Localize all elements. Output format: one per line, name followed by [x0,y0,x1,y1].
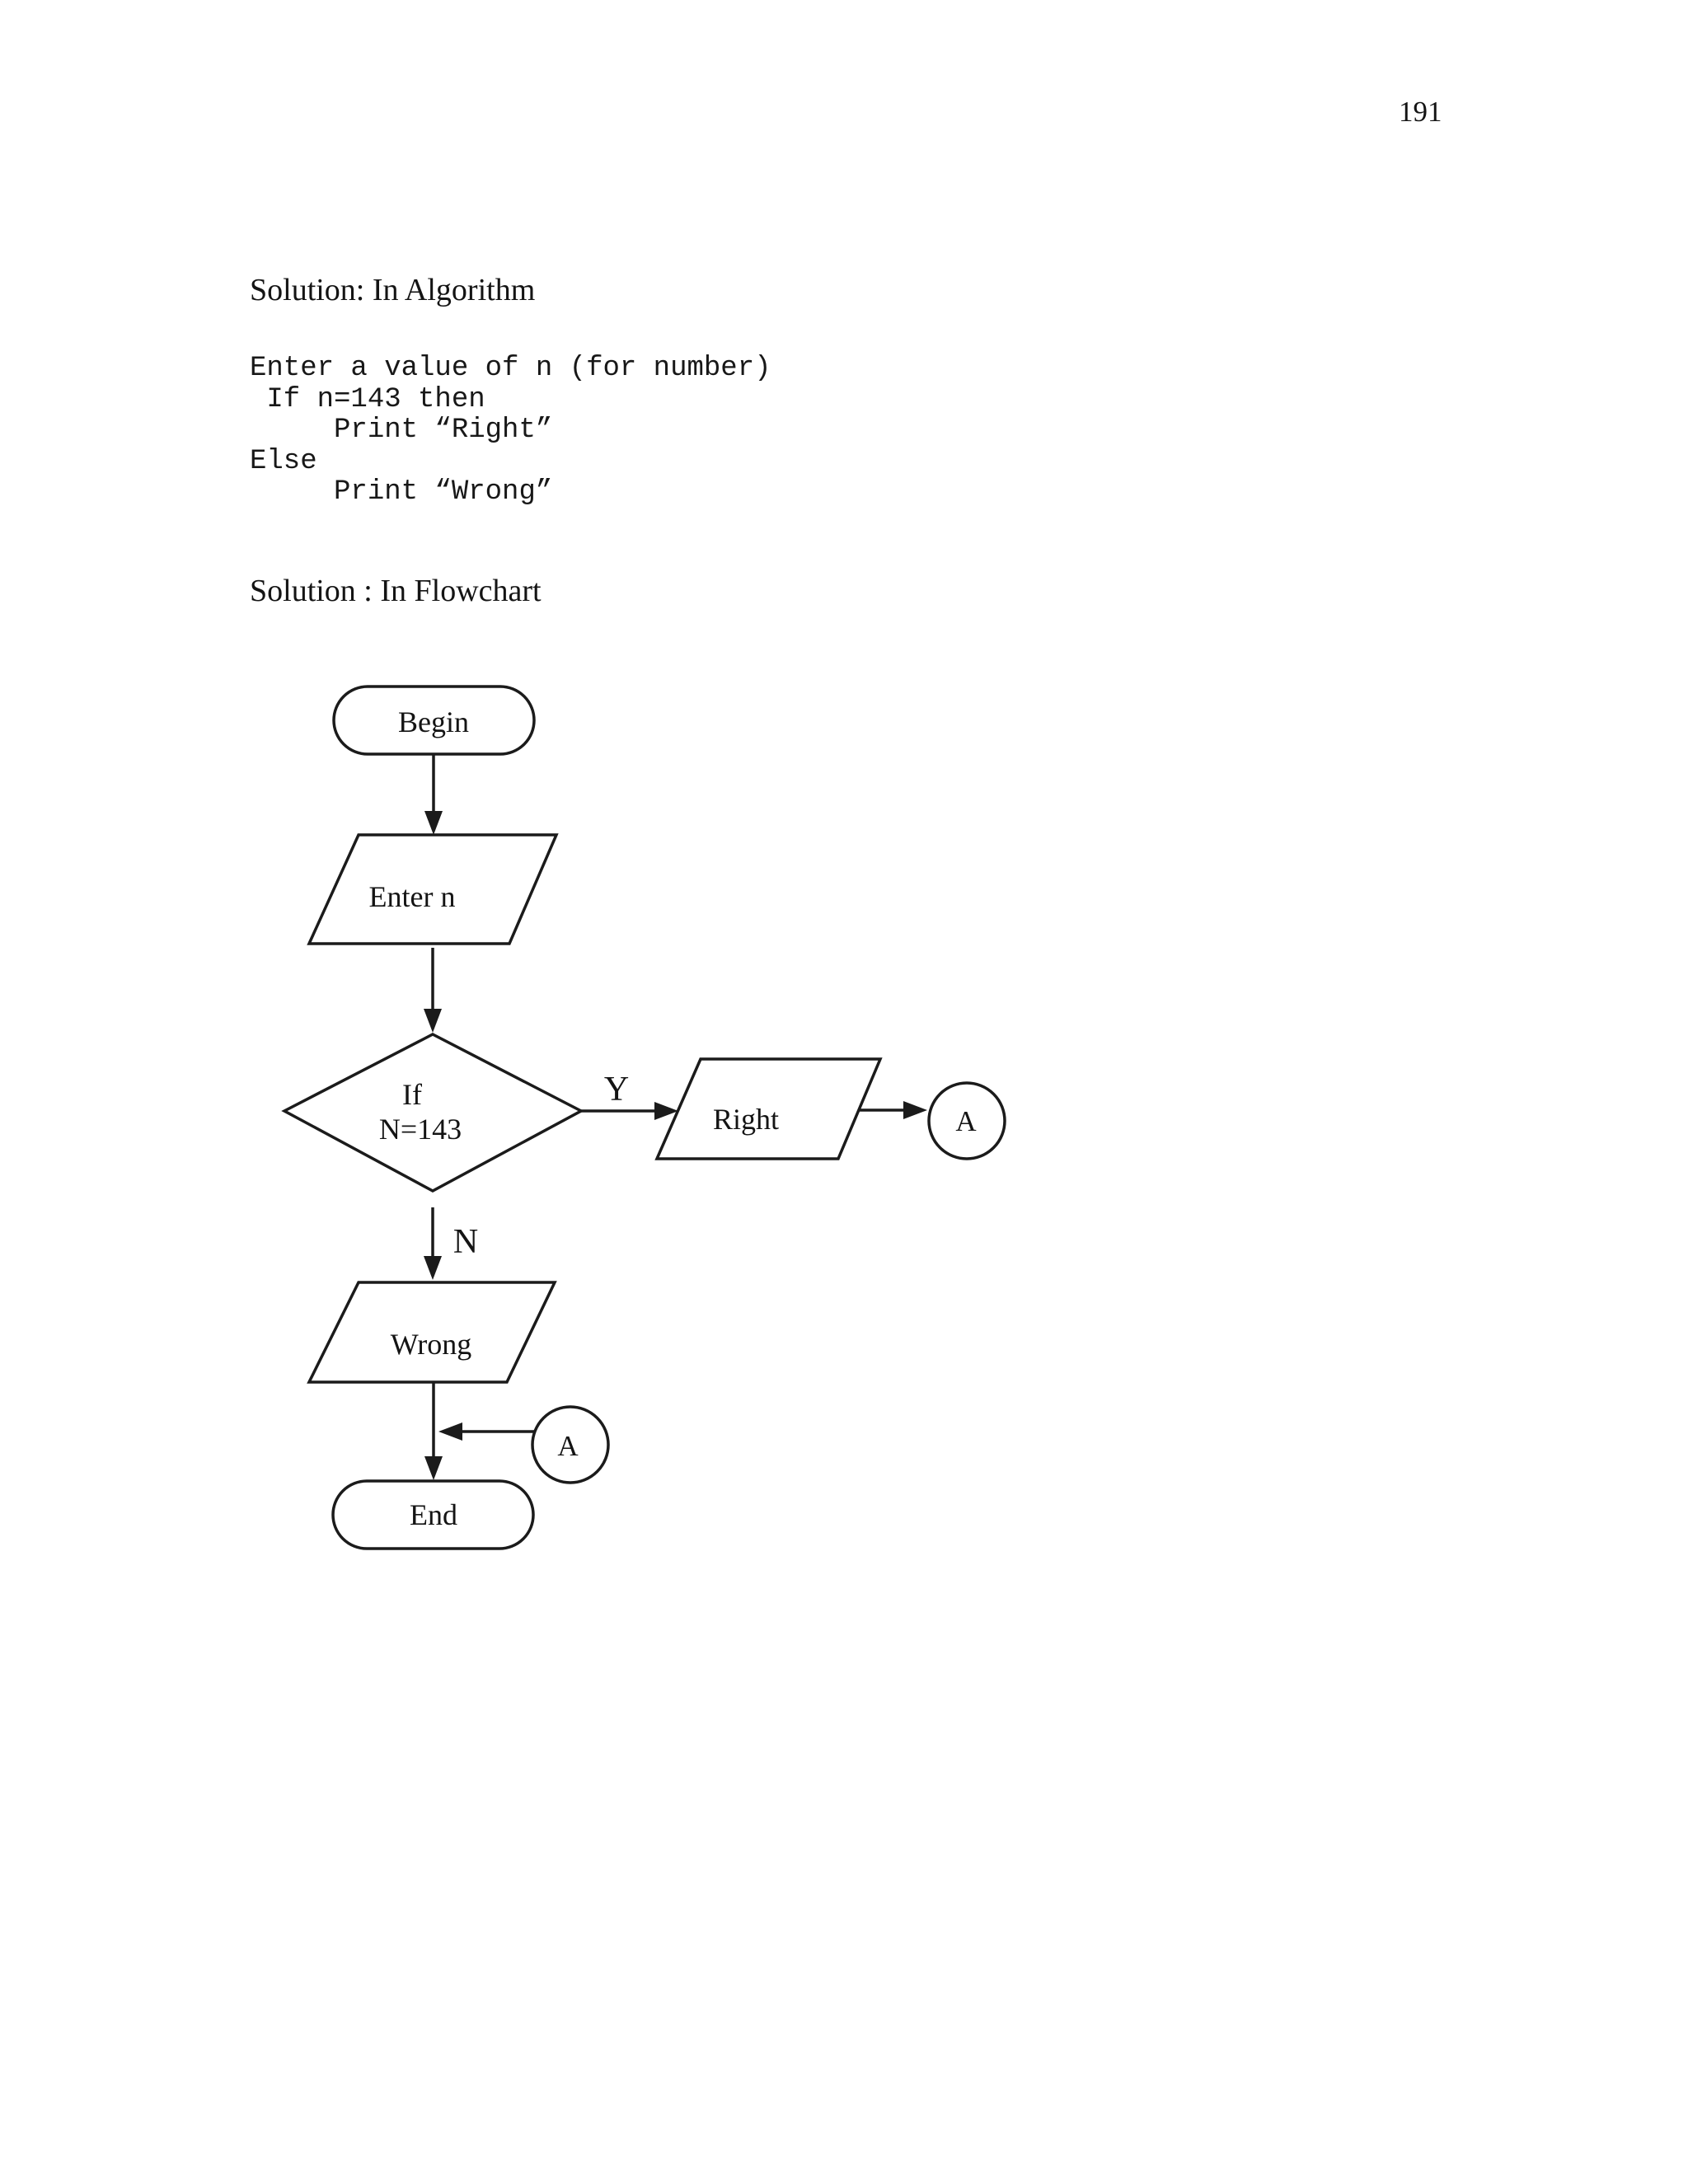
arrowhead-down-icon [424,811,443,835]
connector-circle-shape [531,1405,610,1484]
right-parallelogram-shape [654,1057,883,1160]
wrong-node: Wrong [307,1281,557,1384]
decision-diamond-shape [281,1033,584,1193]
connector-a-bottom-label: A [557,1430,579,1462]
arrowhead-down-icon [424,1456,443,1480]
decision-label-line1: If [402,1078,422,1111]
right-node: Right [654,1057,883,1160]
end-label: End [410,1498,457,1531]
right-label: Right [713,1103,779,1136]
arrowhead-down-icon [424,1009,442,1033]
arrowhead-right-icon [903,1101,927,1119]
connector-a-top-label: A [955,1105,977,1137]
algorithm-heading: Solution: In Algorithm [250,273,536,307]
connector-a-bottom-node: A [531,1405,610,1484]
end-terminator-shape [331,1479,535,1550]
arrowhead-right-icon [654,1102,678,1120]
end-node: End [331,1479,535,1550]
algorithm-code-block: Enter a value of n (for number) If n=143… [250,353,771,508]
wrong-parallelogram-shape [307,1281,557,1384]
connector-circle-shape [927,1081,1006,1160]
begin-node: Begin [332,685,536,756]
no-branch-label: N [453,1223,478,1261]
decision-label-line2: N=143 [379,1113,462,1146]
begin-label: Begin [398,705,469,738]
enter-node: Enter n [307,833,559,945]
enter-label: Enter n [369,880,456,913]
connector-a-top-node: A [927,1081,1006,1160]
wrong-label: Wrong [391,1328,472,1361]
yes-branch-label: Y [604,1071,629,1108]
page-number: 191 [1399,96,1442,128]
arrowhead-left-icon [438,1422,462,1441]
enter-parallelogram-shape [307,833,559,945]
arrowhead-down-icon [424,1256,442,1280]
decision-node: If N=143 [281,1033,584,1193]
flowchart-heading: Solution : In Flowchart [250,574,542,608]
